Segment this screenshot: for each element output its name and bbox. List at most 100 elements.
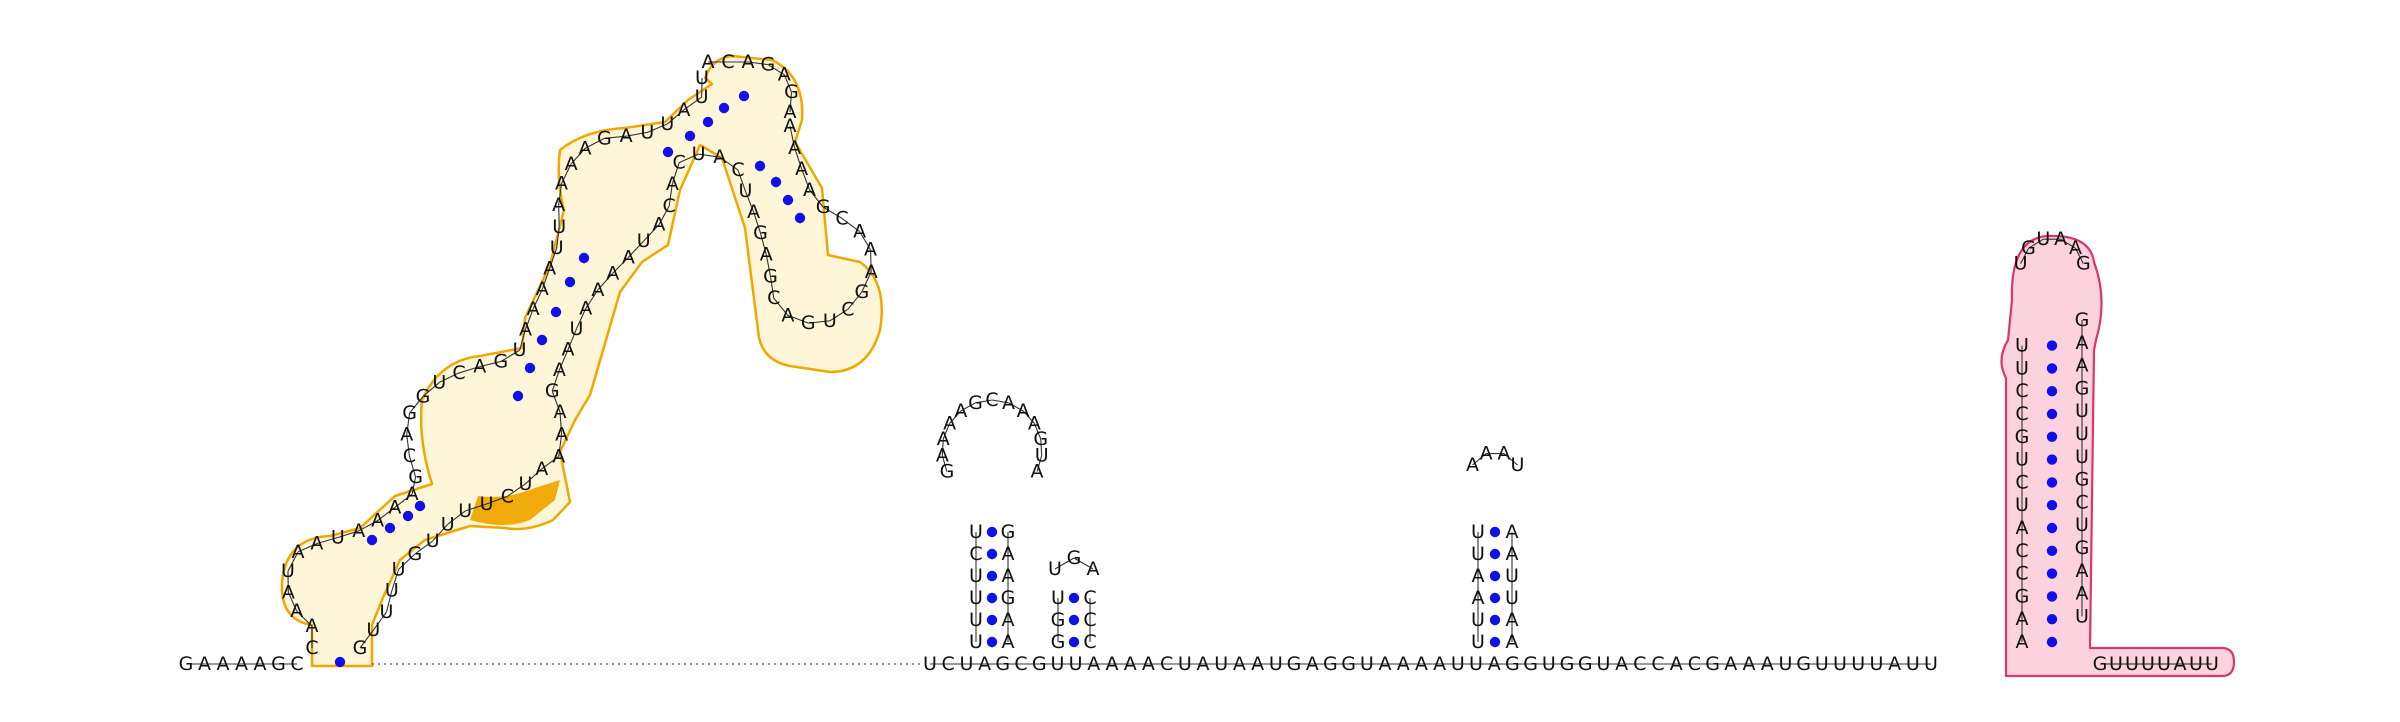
- orange-domain-nucleotide: G: [408, 466, 423, 488]
- pink-stem-nucleotide: G: [2015, 426, 2030, 448]
- pink-stem-nucleotide: U: [2015, 335, 2029, 357]
- base-pair-dot: [754, 160, 766, 172]
- orange-domain-nucleotide: A: [677, 99, 690, 121]
- base-pair-dot: [738, 90, 750, 102]
- base-pair-dot: [986, 548, 998, 560]
- hairpin-1-loop-nucleotide: A: [943, 412, 956, 434]
- nucleotide: G: [1505, 653, 1520, 675]
- pink-stem-nucleotide: A: [2076, 583, 2089, 605]
- orange-domain-nucleotide: A: [555, 423, 568, 445]
- nucleotide: A: [1670, 653, 1683, 675]
- orange-domain-nucleotide: G: [597, 127, 612, 149]
- backbone-link: [847, 291, 863, 310]
- hairpin-1-loop-nucleotide: A: [1002, 392, 1015, 414]
- base-pair-dot: [2046, 591, 2058, 602]
- orange-domain-nucleotide: U: [426, 530, 440, 552]
- orange-domain-nucleotide: A: [760, 244, 773, 266]
- base-pair-dot: [1489, 570, 1501, 582]
- pink-tail-nucleotide: U: [2157, 653, 2171, 675]
- nucleotide: G: [1032, 653, 1047, 675]
- orange-domain-nucleotide: A: [565, 153, 578, 175]
- nucleotide: U: [1542, 653, 1556, 675]
- nucleotide: U: [1269, 653, 1283, 675]
- backbone-link: [859, 231, 872, 250]
- base-pair-dot: [578, 252, 590, 264]
- orange-domain-nucleotide: A: [536, 278, 549, 300]
- backbone-link: [747, 61, 768, 66]
- backbone-link: [558, 205, 560, 227]
- backbone-link: [2028, 238, 2044, 249]
- hairpin-3-stem-nucleotide: U: [1471, 631, 1485, 653]
- backbone-link: [406, 434, 410, 457]
- base-pair-dot: [1489, 548, 1501, 560]
- backbone-link: [408, 455, 417, 478]
- base-pair-dot: [564, 276, 576, 288]
- nucleotide: A: [198, 653, 211, 675]
- hairpin-1-stem-nucleotide: U: [969, 565, 983, 587]
- nucleotide: A: [254, 653, 267, 675]
- orange-domain-nucleotide: A: [388, 496, 401, 518]
- backbone-link: [683, 96, 702, 111]
- pink-stem-nucleotide: G: [2075, 537, 2090, 559]
- orange-domain-nucleotide: C: [452, 362, 465, 384]
- orange-domain-nucleotide: U: [640, 121, 654, 143]
- orange-domain-nucleotide: A: [400, 424, 413, 446]
- orange-domain-nucleotide: U: [660, 113, 674, 135]
- backbone-link: [525, 468, 543, 485]
- orange-domain-nucleotide: A: [519, 318, 532, 340]
- orange-domain-nucleotide: U: [552, 216, 566, 238]
- backbone-link: [465, 503, 487, 512]
- backbone-link: [942, 423, 951, 440]
- backbone-link: [385, 590, 393, 613]
- backbone-link: [667, 109, 685, 125]
- orange-domain-nucleotide: A: [747, 201, 760, 223]
- base-pair-dot: [1489, 614, 1501, 626]
- backbone-link: [551, 369, 560, 392]
- pink-loop-nucleotide: G: [2076, 253, 2091, 275]
- backbone-link: [2060, 238, 2076, 249]
- orange-domain-nucleotide: G: [801, 312, 816, 334]
- backbone-link: [698, 153, 720, 158]
- hairpin-3-stem-nucleotide: A: [1506, 609, 1519, 631]
- orange-domain-nucleotide: C: [841, 298, 854, 320]
- backbone-link: [941, 455, 948, 472]
- backbone-link: [519, 329, 527, 351]
- orange-domain-nucleotide: A: [555, 172, 568, 194]
- pink-tail-nucleotide: A: [2174, 653, 2187, 675]
- orange-domain-nucleotide: U: [695, 67, 709, 89]
- loop-nucleotide: A: [702, 51, 715, 73]
- orange-domain-nucleotide: A: [652, 214, 665, 236]
- orange-domain-nucleotide: U: [637, 230, 651, 252]
- nucleotide: A: [1397, 653, 1410, 675]
- pink-loop-nucleotide: A: [2069, 237, 2082, 259]
- hairpin-1-loop-nucleotide: U: [1035, 445, 1049, 467]
- base-pair-dot: [402, 510, 414, 522]
- backbone-link: [541, 455, 560, 470]
- hairpin-1-stem-nucleotide: C: [969, 543, 982, 565]
- nucleotide: A: [1888, 653, 1901, 675]
- hairpin-3-loop-nucleotide: A: [1480, 443, 1493, 465]
- orange-domain-nucleotide: A: [310, 532, 323, 554]
- orange-domain-nucleotide: U: [692, 143, 706, 165]
- nucleotide: A: [1306, 653, 1319, 675]
- pink-loop-nucleotide: U: [2036, 228, 2050, 250]
- orange-domain-nucleotide: C: [305, 637, 318, 659]
- backbone-link: [287, 551, 299, 572]
- nucleotide: A: [1251, 653, 1264, 675]
- backbone-link: [668, 183, 673, 207]
- nucleotide: G: [1705, 653, 1720, 675]
- backbone-link: [585, 289, 599, 309]
- orange-domain-nucleotide: A: [606, 262, 619, 284]
- backbone-link: [551, 391, 561, 413]
- pink-stem-nucleotide: A: [2016, 608, 2029, 630]
- hairpin-3-stem-nucleotide: U: [1471, 609, 1485, 631]
- orange-domain-nucleotide: A: [554, 401, 567, 423]
- hairpin-3-loop-nucleotide: A: [1497, 443, 1510, 465]
- base-pair-dot: [2046, 545, 2058, 556]
- orange-domain-nucleotide: G: [854, 281, 869, 303]
- nucleotide: A: [1724, 653, 1737, 675]
- hairpin-2-stem-nucleotide: C: [1083, 609, 1096, 631]
- backbone-link: [767, 64, 785, 76]
- backbone-link: [822, 206, 843, 219]
